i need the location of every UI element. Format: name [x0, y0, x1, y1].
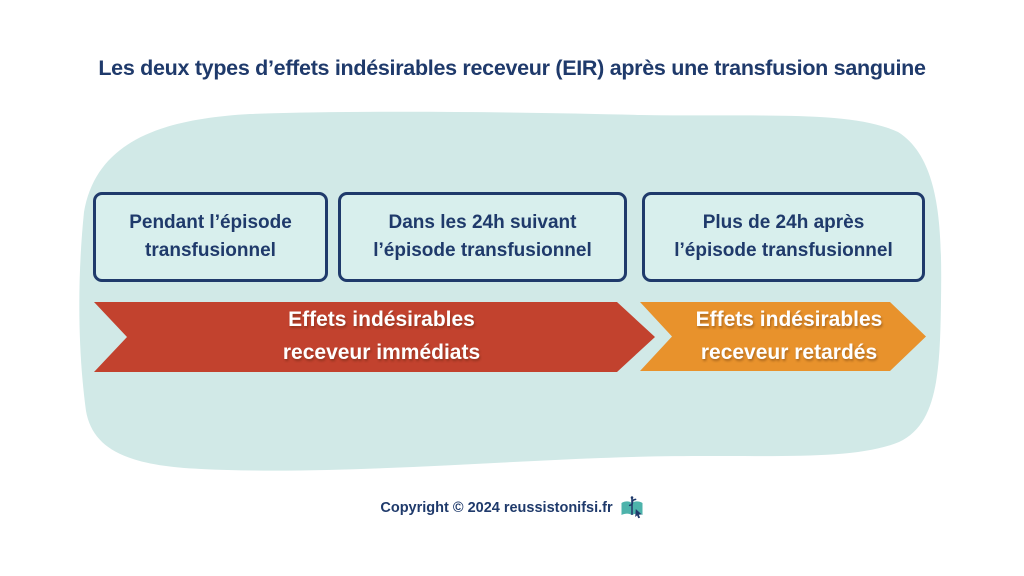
timeline-box-line: Plus de 24h après	[702, 212, 865, 234]
timeline-box-line: l’épisode transfusionnel	[373, 240, 592, 261]
timeline-box-after-24h: Plus de 24h après l’épisode transfusionn…	[642, 192, 925, 282]
open-book-caduceus-icon	[621, 496, 643, 519]
arrow-banner-line: Effets indésirables	[695, 307, 883, 331]
timeline-box-within-24h: Dans les 24h suivant l’épisode transfusi…	[338, 192, 627, 282]
timeline-box-during: Pendant l’épisode transfusionnel	[93, 192, 328, 282]
timeline-box-line: Pendant l’épisode	[129, 212, 292, 234]
arrow-banner-immediate-effects: Effets indésirables receveur immédiats	[94, 302, 655, 372]
timeline-box-line: transfusionnel	[145, 240, 276, 261]
infographic-title: Les deux types d’effets indésirables rec…	[98, 56, 926, 80]
copyright-text: Copyright © 2024 reussistonifsi.fr	[380, 500, 613, 516]
arrow-banner-line: receveur immédiats	[282, 341, 481, 364]
arrow-banner-line: receveur retardés	[700, 340, 878, 364]
arrow-banner-delayed-effects: Effets indésirables receveur retardés	[640, 302, 926, 371]
timeline-box-line: l’épisode transfusionnel	[674, 240, 893, 261]
footer: Copyright © 2024 reussistonifsi.fr	[0, 496, 1024, 520]
timeline-box-line: Dans les 24h suivant	[388, 212, 577, 234]
arrow-banner-line: Effets indésirables	[288, 308, 475, 332]
